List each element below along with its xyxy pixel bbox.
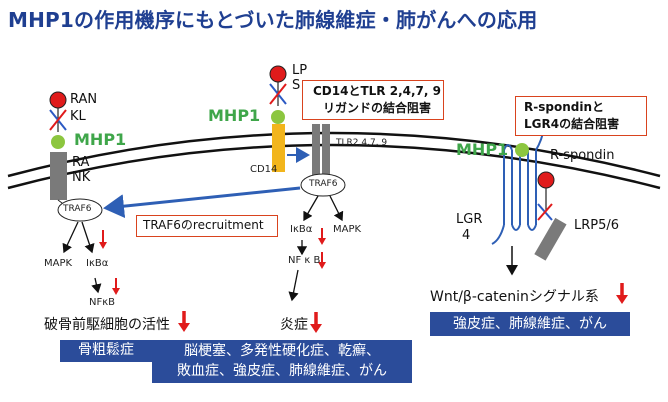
- nfkb-middle-label: NF κ B: [288, 255, 321, 266]
- lps-ligand: [269, 65, 287, 83]
- traf6-left-label: TRAF6: [63, 204, 92, 214]
- wnt-signal-label: Wnt/β-cateninシグナル系: [430, 289, 599, 305]
- inflammation-label: 炎症: [280, 317, 308, 333]
- mhp1-label-right: MHP1: [456, 140, 509, 159]
- tlr-receptor-a: [312, 124, 320, 176]
- membrane-outer: [7, 131, 661, 178]
- rank-receptor: [50, 152, 67, 200]
- recruitment-box: TRAF6のrecruitment: [136, 215, 278, 237]
- traf6-middle: [300, 173, 346, 197]
- lgr4-label-1: LGR: [456, 212, 483, 227]
- ikba-left-label: IκBα: [86, 258, 109, 269]
- tlr-label: TLR2,4,7, 9: [336, 138, 388, 148]
- mhp1-dot-left: [51, 135, 65, 149]
- mhp1-dot-middle: [271, 110, 285, 124]
- page-title: MHP1の作用機序にもとづいた肺線維症・肺がんへの応用: [8, 8, 538, 32]
- lrp-receptor: [534, 217, 567, 261]
- cd14-receptor: [272, 124, 285, 172]
- cd14-label: CD14: [250, 164, 278, 175]
- inhibition-box-middle: CD14とTLR 2,4,7, 9 リガンドの結合阻害: [302, 80, 444, 120]
- rank-label-2: NK: [72, 170, 91, 185]
- recruitment-label: TRAF6のrecruitment: [143, 218, 264, 232]
- rspondin-label: R-spondin: [550, 148, 615, 163]
- mapk-left-label: MAPK: [44, 258, 73, 269]
- membrane-inner: [7, 143, 661, 190]
- tlr-receptor-b: [322, 124, 330, 176]
- disease-box-right: 強皮症、肺線維症、がん: [430, 312, 630, 336]
- mhp1-label-middle: MHP1: [208, 106, 261, 125]
- mhp1-dot-right: [515, 143, 529, 157]
- inhibition-right-line1: R-spondinと: [524, 100, 604, 114]
- lps-label-2: S: [292, 78, 301, 93]
- disease-middle-line2: 敗血症、強皮症、肺線維症、がん: [177, 363, 387, 379]
- rspondin-ligand: [537, 171, 555, 189]
- rankl-ligand: [49, 91, 67, 109]
- traf6-left: [57, 198, 103, 222]
- mhp1-label-left: MHP1: [74, 130, 127, 149]
- osteoclast-activity-label: 破骨前駆細胞の活性: [44, 317, 170, 333]
- lgr4-label-2: 4: [462, 228, 471, 243]
- inhibition-box-right: R-spondinと LGR4の結合阻害: [515, 96, 647, 136]
- rank-label-1: RA: [72, 155, 90, 170]
- traf6-middle-label: TRAF6: [309, 179, 338, 189]
- disease-middle-line1: 脳梗塞、多発性硬化症、乾癬、: [184, 343, 380, 359]
- ran-label: RAN: [70, 92, 98, 107]
- disease-box-middle: 脳梗塞、多発性硬化症、乾癬、 敗血症、強皮症、肺線維症、がん: [152, 340, 412, 383]
- inhibition-middle-line1: CD14とTLR 2,4,7, 9: [313, 84, 441, 98]
- mapk-middle-label: MAPK: [333, 224, 362, 235]
- lrp-label: LRP5/6: [574, 218, 620, 233]
- disease-box-left: 骨粗鬆症: [60, 340, 152, 362]
- inhibition-middle-line2: リガンドの結合阻害: [323, 101, 432, 115]
- lps-label-1: LP: [292, 63, 308, 78]
- kl-label: KL: [70, 109, 86, 124]
- ikba-middle-label: IκBα: [290, 224, 313, 235]
- nfkb-left-label: NFκB: [89, 297, 115, 308]
- inhibition-right-line2: LGR4の結合阻害: [524, 117, 620, 131]
- recruitment-arrow: [103, 186, 301, 219]
